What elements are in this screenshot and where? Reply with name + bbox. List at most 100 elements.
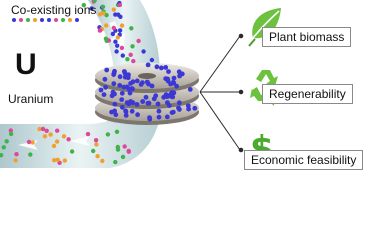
benefit-economic-feasibility: Economic feasibility bbox=[244, 150, 364, 170]
ion-bead bbox=[135, 112, 141, 118]
ion-bead bbox=[141, 49, 146, 54]
ion-bead bbox=[163, 65, 169, 70]
ion-bead bbox=[126, 149, 131, 154]
ion-bead bbox=[112, 68, 117, 74]
ion-bead bbox=[75, 18, 79, 22]
ion-bead bbox=[69, 149, 75, 154]
ion-bead bbox=[130, 86, 135, 92]
ion-bead bbox=[115, 35, 121, 40]
ion-bead bbox=[149, 57, 155, 63]
ion-bead bbox=[124, 73, 129, 79]
ion-bead bbox=[119, 90, 125, 96]
ion-bead bbox=[170, 94, 176, 100]
ion-bead bbox=[104, 67, 110, 73]
ion-bead bbox=[68, 18, 72, 22]
ion-bead bbox=[114, 49, 119, 54]
ion-bead bbox=[114, 129, 120, 134]
ion-bead bbox=[119, 23, 125, 28]
ion-bead bbox=[124, 100, 130, 106]
ion-bead bbox=[149, 83, 155, 89]
ion-bead bbox=[30, 140, 35, 145]
ion-bead bbox=[95, 154, 100, 159]
ion-bead bbox=[14, 152, 19, 157]
ion-bead bbox=[156, 108, 162, 114]
ion-bead bbox=[119, 97, 125, 102]
uranium-symbol: U bbox=[15, 48, 37, 81]
ion-bead bbox=[101, 11, 106, 16]
ion-bead bbox=[134, 78, 140, 84]
ion-bead bbox=[111, 25, 117, 31]
ion-bead bbox=[28, 152, 33, 157]
ion-beads bbox=[0, 0, 198, 165]
ion-bead bbox=[103, 84, 108, 90]
ion-bead bbox=[171, 75, 177, 81]
ion-bead bbox=[164, 114, 170, 120]
uranium-label: Uranium bbox=[8, 92, 54, 106]
ion-bead bbox=[166, 69, 171, 74]
ion-bead bbox=[151, 96, 157, 102]
ion-bead bbox=[113, 159, 118, 165]
ion-bead bbox=[12, 18, 16, 22]
benefit-plant-biomass: Plant biomass bbox=[262, 27, 352, 47]
ion-bead bbox=[117, 74, 123, 80]
ion-bead bbox=[140, 99, 146, 104]
ion-bead bbox=[61, 134, 67, 139]
ion-bead bbox=[111, 7, 117, 12]
ion-bead bbox=[0, 153, 4, 158]
ion-bead bbox=[100, 4, 106, 9]
ion-bead bbox=[131, 58, 136, 64]
ion-bead bbox=[100, 158, 105, 164]
ion-bead bbox=[85, 131, 91, 137]
ion-bead bbox=[26, 139, 32, 145]
ion-bead bbox=[51, 143, 57, 149]
ion-bead bbox=[110, 31, 116, 37]
ion-bead bbox=[120, 53, 126, 58]
ion-bead bbox=[33, 18, 37, 22]
ion-bead bbox=[55, 157, 60, 162]
diagram-svg: $ bbox=[0, 0, 284, 169]
ion-bead bbox=[1, 145, 6, 150]
ion-bead bbox=[104, 23, 109, 28]
ion-bead bbox=[117, 28, 123, 33]
ion-bead bbox=[13, 158, 18, 163]
ion-bead bbox=[168, 81, 174, 87]
ion-bead bbox=[89, 6, 94, 11]
ion-bead bbox=[26, 18, 30, 22]
ion-bead bbox=[111, 81, 117, 87]
ion-bead bbox=[118, 14, 123, 19]
ion-bead bbox=[128, 81, 134, 86]
ion-bead bbox=[55, 128, 60, 133]
ion-bead bbox=[165, 100, 170, 105]
ion-bead bbox=[163, 76, 169, 82]
ion-bead bbox=[130, 44, 135, 49]
ion-bead bbox=[177, 107, 182, 112]
ion-bead bbox=[54, 139, 60, 144]
ion-bead bbox=[61, 18, 65, 22]
ion-bead bbox=[115, 147, 121, 152]
ion-bead bbox=[161, 94, 167, 100]
ion-bead bbox=[129, 108, 135, 114]
ion-bead bbox=[126, 86, 132, 92]
ion-bead bbox=[92, 0, 97, 3]
ion-bead bbox=[156, 114, 162, 120]
ion-bead bbox=[147, 115, 152, 120]
ion-bead bbox=[170, 109, 176, 115]
connector-lines bbox=[199, 33, 244, 153]
ion-bead bbox=[120, 154, 126, 160]
ion-bead bbox=[123, 109, 129, 115]
ion-bead bbox=[98, 87, 104, 93]
ion-bead bbox=[185, 103, 191, 109]
ion-bead bbox=[42, 134, 48, 139]
ion-bead bbox=[176, 100, 182, 106]
ion-bead bbox=[146, 100, 152, 106]
ion-bead bbox=[54, 18, 58, 22]
ion-bead bbox=[123, 113, 129, 118]
ion-bead bbox=[117, 83, 123, 88]
ion-bead bbox=[109, 109, 114, 115]
ion-bead bbox=[125, 57, 130, 62]
ion-bead bbox=[128, 52, 133, 57]
co-existing-ions-label: Co-existing ions bbox=[11, 3, 97, 17]
ion-bead bbox=[155, 101, 161, 107]
ion-bead bbox=[52, 158, 57, 163]
ion-bead bbox=[94, 142, 99, 147]
